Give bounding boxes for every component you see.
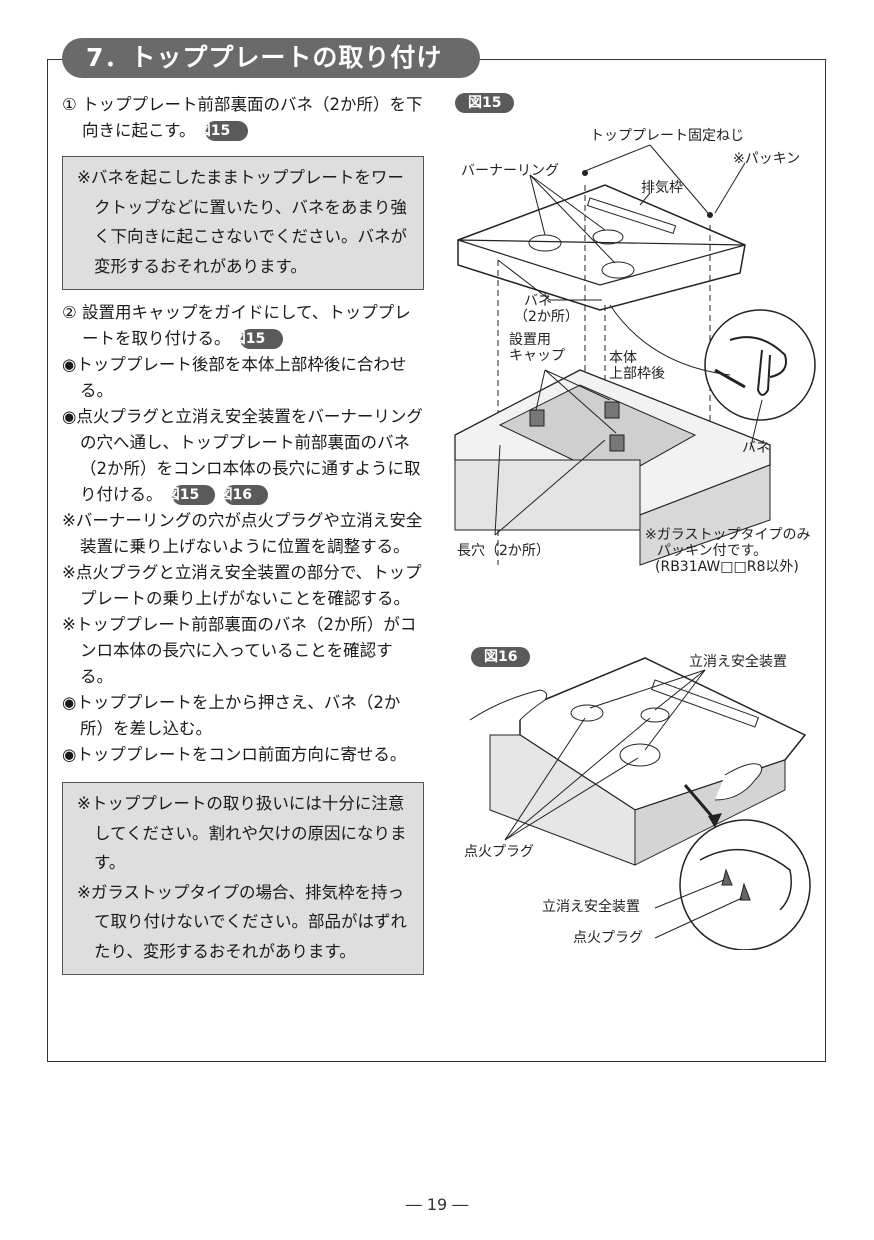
figure-16-label: 図16 bbox=[471, 647, 531, 667]
step-1-text: トッププレート前部裏面のバネ（2か所）を下向きに起こす。 bbox=[82, 95, 423, 140]
figure-ref-16: 図16 bbox=[218, 485, 268, 505]
figure-ref-15: 図15 bbox=[232, 329, 284, 349]
section-title: 7．トッププレートの取り付け bbox=[62, 38, 480, 78]
bullet-item: ◉点火プラグと立消え安全装置をバーナーリングの穴へ通し、トッププレート前部裏面の… bbox=[62, 407, 423, 505]
glass-note-3: (RB31AW□□R8以外) bbox=[655, 559, 799, 575]
label-screw: トッププレート固定ねじ bbox=[590, 128, 744, 144]
label-spring-detail: バネ bbox=[742, 440, 770, 456]
label-safety-device: 立消え安全装置 bbox=[689, 654, 787, 670]
figure-16-illustration bbox=[469, 657, 811, 950]
label-ignition-plug-detail: 点火プラグ bbox=[573, 930, 643, 946]
label-cap-1: 設置用 bbox=[509, 332, 551, 348]
label-exhaust: 排気枠 bbox=[641, 180, 683, 196]
label-spring: バネ bbox=[524, 293, 552, 309]
glass-note-2: パッキン付です。 bbox=[657, 543, 768, 559]
label-ignition-plug: 点火プラグ bbox=[464, 844, 534, 860]
figure-15-illustration bbox=[454, 144, 816, 566]
caution-note-2b: ※ガラストップタイプの場合、排気枠を持って取り付けないでください。部品がはずれた… bbox=[77, 882, 408, 961]
caution-note-1: ※バネを起こしたままトッププレートをワークトップなどに置いたり、バネをあまり強く… bbox=[77, 168, 408, 276]
label-packing: ※パッキン bbox=[733, 151, 801, 167]
label-spring-count: （2か所） bbox=[514, 309, 579, 325]
step-2-text: 設置用キャップをガイドにして、トッププレートを取り付ける。 bbox=[82, 303, 411, 348]
bullet-item: ◉トッププレート後部を本体上部枠後に合わせる。 bbox=[62, 355, 407, 400]
label-safety-device-detail: 立消え安全装置 bbox=[542, 899, 640, 915]
step-1: ① トッププレート前部裏面のバネ（2か所）を下向きに起こす。 図15 bbox=[62, 92, 424, 144]
label-body-1: 本体 bbox=[609, 350, 637, 366]
step-1-number: ① bbox=[62, 95, 77, 114]
bullet-item: ※点火プラグと立消え安全装置の部分で、トッププレートの乗り上げがないことを確認す… bbox=[62, 563, 422, 608]
figure-15-label: 図15 bbox=[455, 93, 515, 113]
bullet-item: ◉トッププレートをコンロ前面方向に寄せる。 bbox=[62, 745, 407, 764]
caution-box-2: ※トッププレートの取り扱いには十分に注意してください。割れや欠けの原因になります… bbox=[62, 782, 424, 975]
glass-note-1: ※ガラストップタイプのみ bbox=[645, 527, 811, 543]
label-body-2: 上部枠後 bbox=[609, 366, 665, 382]
bullet-item: ※トッププレート前部裏面のバネ（2か所）がコンロ本体の長穴に入っていることを確認… bbox=[62, 615, 417, 686]
caution-note-2a: ※トッププレートの取り扱いには十分に注意してください。割れや欠けの原因になります… bbox=[77, 794, 407, 872]
bullet-item: ※バーナーリングの穴が点火プラグや立消え安全装置に乗り上げないように位置を調整す… bbox=[62, 511, 423, 556]
instructions-column: ① トッププレート前部裏面のバネ（2か所）を下向きに起こす。 図15 ※バネを起… bbox=[62, 92, 424, 985]
figure-ref-15: 図15 bbox=[166, 485, 216, 505]
step-2-number: ② bbox=[62, 303, 77, 322]
page-number: ― 19 ― bbox=[405, 1195, 469, 1214]
caution-box-1: ※バネを起こしたままトッププレートをワークトップなどに置いたり、バネをあまり強く… bbox=[62, 156, 424, 290]
label-slot: 長穴（2か所） bbox=[457, 543, 550, 559]
label-cap-2: キャップ bbox=[509, 348, 565, 364]
bullet-item: ◉トッププレートを上から押さえ、バネ（2か所）を差し込む。 bbox=[62, 693, 401, 738]
step-2: ② 設置用キャップをガイドにして、トッププレートを取り付ける。 図15 bbox=[62, 300, 424, 352]
figure-ref-15: 図15 bbox=[197, 121, 249, 141]
label-burner-ring: バーナーリング bbox=[461, 163, 559, 179]
